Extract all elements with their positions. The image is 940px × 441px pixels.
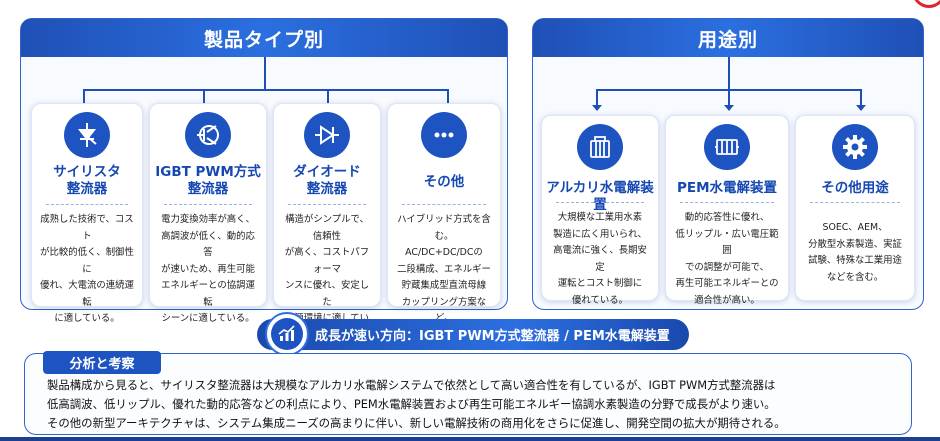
product-card-igbt: IGBT PWM方式 整流器 電力変換効率が高く、 高調波が低く、動的応答 が速… [149, 103, 267, 324]
card-description: SOEC、AEM、 分散型水素製造、実証 試験、特殊な工業用途 などを含む。 [808, 222, 902, 283]
analysis-line: 製品構成から見ると、サイリスタ整流器は大規模なアルカリ水電解システムで依然として… [47, 378, 776, 392]
card-description: 動的応答性に優れ、 低リップル・広い電圧範囲 での調整が可能で、 再生可能エネル… [675, 212, 779, 306]
card-description: ハイブリッド方式を含む。 AC/DC+DC/DCの 二段構成、エネルギー 貯蔵集… [397, 214, 491, 324]
igbt-icon [185, 112, 231, 158]
tree-stem [264, 57, 266, 90]
application-card-pem: PEM水電解装置 動的応答性に優れ、 低リップル・広い電圧範囲 での調整が可能で… [665, 115, 789, 306]
tree-drop [860, 89, 862, 107]
product-type-panel: 製品タイプ別 サイリスタ 整流器 成熟した技術で、コスト が比較的低く、制御性に… [20, 18, 508, 341]
more-icon [421, 112, 467, 158]
tree-drop [447, 89, 449, 107]
tree-drop [83, 89, 85, 107]
pem-electrolyzer-icon [704, 124, 750, 170]
diode-icon [304, 112, 350, 158]
card-title: ダイオード 整流器 [293, 164, 361, 197]
card-title: その他用途 [821, 180, 889, 196]
card-divider [680, 202, 774, 203]
decorative-accent [912, 0, 940, 8]
analysis-line: 低高調波、低リップル、優れた動的応答などの利点により、PEM水電解装置および再生… [47, 397, 776, 411]
bottom-rule [0, 437, 940, 441]
card-description: 成熟した技術で、コスト が比較的低く、制御性に 優れ、大電流の連続運転 に適して… [40, 214, 134, 324]
card-title: PEM水電解装置 [676, 180, 778, 196]
tree-arrow [724, 105, 734, 111]
application-card-alkaline: アルカリ水電解装置 大規模な工業用水素 製造に広く用いられ、 高電流に強く、長期… [541, 115, 659, 306]
card-title: サイリスタ 整流器 [53, 164, 121, 197]
tree-drop [327, 89, 329, 107]
product-card-other: その他 ハイブリッド方式を含む。 AC/DC+DC/DCの 二段構成、エネルギー… [387, 103, 501, 324]
tree-drop [596, 89, 598, 107]
card-title: IGBT PWM方式 整流器 [155, 164, 261, 197]
tree-drop [728, 89, 730, 107]
product-card-thyristor: サイリスタ 整流器 成熟した技術で、コスト が比較的低く、制御性に 優れ、大電流… [31, 103, 143, 324]
card-description: 電力変換効率が高く、 高調波が低く、動的応答 が速いため、再生可能 エネルギーと… [161, 214, 255, 324]
gear-icon [832, 124, 878, 170]
card-divider [810, 202, 900, 203]
card-divider [164, 204, 252, 205]
growth-text: 成長が速い方向：IGBT PWM方式整流器 / PEM水電解装置 [315, 329, 670, 344]
tree-branch [83, 89, 449, 91]
analysis-text: 製品構成から見ると、サイリスタ整流器は大規模なアルカリ水電解システムで依然として… [47, 376, 897, 433]
card-title: その他 [423, 174, 465, 190]
growth-chart-icon [265, 312, 309, 356]
analysis-line: その他の新型アーキテクチャは、システム集成ニーズの高まりに伴い、新しい電解技術の… [47, 416, 786, 430]
analysis-box: 分析と考察 製品構成から見ると、サイリスタ整流器は大規模なアルカリ水電解システム… [24, 351, 912, 435]
product-type-header: 製品タイプ別 [21, 19, 507, 57]
tree-stem [728, 57, 730, 90]
card-description: 大規模な工業用水素 製造に広く用いられ、 高電流に強く、長期安定 運転とコスト制… [553, 212, 647, 306]
tree-arrow [592, 105, 602, 111]
card-divider [288, 204, 366, 205]
card-divider [46, 204, 128, 205]
card-title: アルカリ水電解装置 [546, 180, 654, 213]
application-header: 用途別 [533, 19, 923, 57]
analysis-title: 分析と考察 [43, 351, 161, 374]
tree-drop [203, 89, 205, 107]
growth-direction-banner: 成長が速い方向：IGBT PWM方式整流器 / PEM水電解装置 [257, 312, 689, 356]
tree-arrow [856, 105, 866, 111]
alkaline-electrolyzer-icon [577, 124, 623, 170]
application-card-other: その他用途 SOEC、AEM、 分散型水素製造、実証 試験、特殊な工業用途 など… [795, 115, 915, 301]
product-card-diode: ダイオード 整流器 構造がシンプルで、信頼性 が高く、コストパフォーマ ンスに優… [273, 103, 381, 341]
thyristor-icon [64, 112, 110, 158]
card-divider [556, 202, 644, 203]
application-panel: 用途別 アルカリ水電解装置 大規模な工業用水素 製造に広く用いられ、 高電流に強… [532, 18, 924, 310]
card-divider [402, 204, 486, 205]
